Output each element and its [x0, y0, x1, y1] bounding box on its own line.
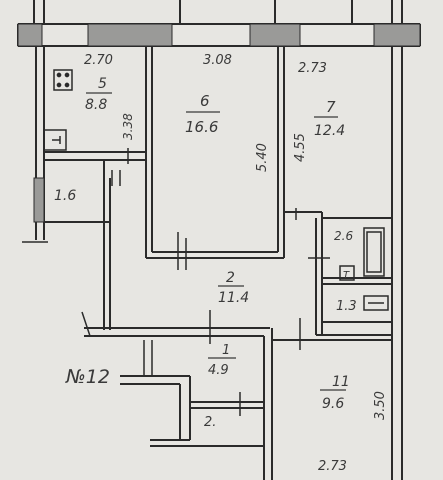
room-number: 2. [204, 415, 216, 430]
room-area: 1.3 [336, 299, 357, 314]
sink-icon [43, 129, 67, 151]
stove-icon [53, 69, 73, 91]
bathtub-icon [363, 227, 385, 277]
room-area: 1.6 [54, 188, 76, 204]
room-area: 11.4 [218, 290, 249, 306]
dim-label: 4.55 [293, 133, 308, 162]
room-area: 4.9 [208, 363, 229, 378]
room-number: 6 [200, 92, 210, 110]
washbasin-icon [363, 295, 389, 311]
top-wall-hatching [17, 23, 421, 223]
dim-label: 3.08 [203, 53, 232, 68]
room-area: 8.8 [85, 97, 107, 113]
dim-label: 2.70 [84, 53, 113, 68]
room-number: 2 [226, 270, 235, 286]
room-area: 16.6 [185, 118, 218, 136]
dim-label: 2.73 [318, 459, 347, 474]
room-area: 9.6 [322, 396, 344, 412]
room-area: 2.6 [334, 229, 353, 243]
room-number: 1 [222, 343, 230, 358]
door-ticks [22, 148, 330, 416]
labels: 2.70 3.08 2.73 5 8.8 3.38 6 16.6 5.40 7 … [54, 53, 388, 474]
room-number: 7 [326, 98, 336, 116]
dim-label: 5.40 [255, 143, 270, 172]
dim-label: 2.73 [298, 61, 327, 76]
toilet-symbol: T [343, 270, 350, 281]
apartment-number: №12 [65, 366, 110, 388]
dim-label: 3.50 [373, 391, 388, 420]
room-number: 5 [98, 76, 107, 92]
room-area: 12.4 [314, 123, 345, 139]
room-number: 11 [332, 374, 350, 390]
dim-label: 3.38 [121, 113, 135, 140]
toilet-icon [339, 265, 355, 281]
